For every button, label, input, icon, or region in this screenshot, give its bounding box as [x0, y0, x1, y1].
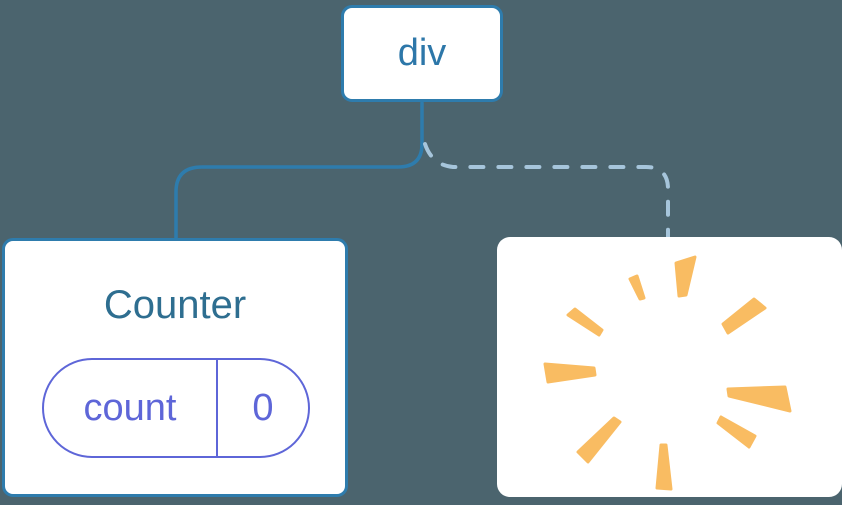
poof-ray — [655, 443, 673, 491]
poof-ray — [576, 416, 622, 464]
root-node-label: div — [397, 32, 447, 74]
edge-root-to-removed-dashed — [423, 142, 670, 239]
poof-ray — [674, 255, 697, 298]
poof-ray — [721, 297, 767, 335]
root-node-div: div — [341, 5, 503, 102]
counter-title: Counter — [103, 283, 247, 327]
state-value: 0 — [252, 386, 274, 429]
poof-ray — [726, 385, 792, 413]
counter-component-card: Counter count 0 — [2, 238, 348, 497]
poof-ray — [628, 274, 646, 301]
state-pill-divider — [216, 360, 218, 456]
poof-ray — [716, 415, 757, 449]
removed-component-card — [497, 237, 842, 497]
poof-ray — [566, 307, 604, 337]
poof-ray — [543, 362, 597, 384]
state-key: count — [83, 386, 177, 429]
state-pill: count 0 — [42, 358, 310, 458]
edge-root-to-counter — [174, 101, 424, 240]
poof-starburst-icon — [543, 255, 792, 491]
